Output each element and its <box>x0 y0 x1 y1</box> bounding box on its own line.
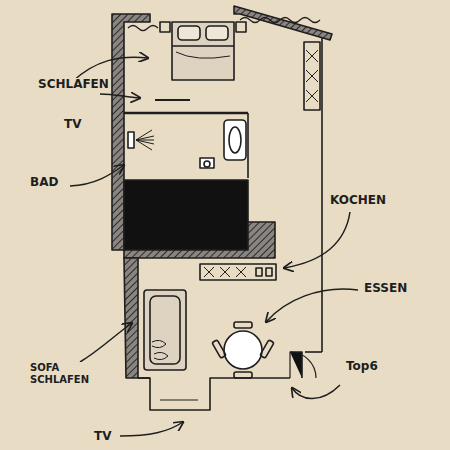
sofa <box>144 290 186 370</box>
bed <box>160 22 246 80</box>
wall <box>247 113 249 178</box>
room-label: KOCHEN <box>328 194 388 208</box>
room-label: TV <box>92 430 113 444</box>
room-label: Top6 <box>344 360 380 374</box>
tv <box>155 99 190 101</box>
wall <box>124 222 275 258</box>
dining-table <box>212 322 274 378</box>
roof-wall <box>234 6 332 40</box>
wall <box>321 38 323 352</box>
room-label: TV <box>62 118 83 132</box>
wall <box>138 377 150 379</box>
room-label: SCHLAFEN <box>36 78 111 92</box>
shaft <box>124 180 248 250</box>
wall <box>305 351 322 353</box>
wall <box>138 378 290 410</box>
door <box>290 352 316 378</box>
wall <box>124 258 138 378</box>
leader-lines <box>70 57 358 436</box>
wall <box>124 112 248 115</box>
shower <box>128 130 154 150</box>
room-label: BAD <box>28 176 60 190</box>
room-label: SOFA SCHLAFEN <box>28 362 94 385</box>
room-label: ESSEN <box>362 282 409 296</box>
window <box>160 399 198 400</box>
sink <box>224 120 246 160</box>
wardrobe <box>304 42 320 110</box>
kitchen-counter <box>200 264 276 280</box>
toilet <box>200 158 214 168</box>
